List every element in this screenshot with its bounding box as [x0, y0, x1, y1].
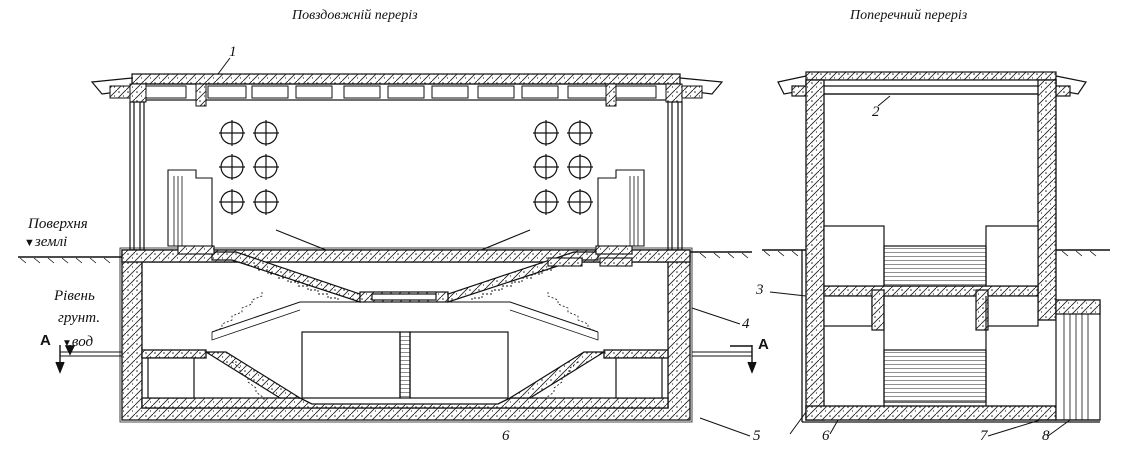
- callout-2: 2: [872, 104, 880, 120]
- label-groundwater-1: Рівень: [54, 288, 95, 304]
- callout-8: 8: [1042, 428, 1050, 444]
- section-arrows: [55, 345, 757, 374]
- escalator-blocks: [823, 225, 1039, 406]
- ground-marker-icon: ▼: [24, 237, 35, 249]
- vent-openings-right: [533, 120, 593, 215]
- callout-5: 5: [753, 428, 761, 444]
- callout-7: 7: [980, 428, 988, 444]
- vent-openings-left: [219, 120, 279, 215]
- leader-lines-transverse: [769, 95, 1071, 437]
- callout-1: 1: [229, 44, 237, 60]
- label-groundwater-3: ▼вод: [62, 334, 93, 352]
- pavement-pads: [177, 245, 633, 267]
- callout-6-right: 6: [822, 428, 830, 444]
- title-transverse: Поперечний переріз: [850, 8, 968, 23]
- label-groundwater-3-text: вод: [71, 334, 94, 350]
- walls-transverse: [801, 79, 1100, 423]
- escalator-housings: [167, 169, 645, 285]
- longitudinal-section: [18, 57, 757, 437]
- label-groundwater-2: грунт.: [58, 310, 101, 326]
- section-marker-left: А: [40, 332, 51, 349]
- label-ground-surface-2: ▼землі: [24, 234, 67, 251]
- adjacent-tunnel: [1040, 299, 1101, 421]
- title-longitudinal: Повздовжній переріз: [292, 8, 418, 23]
- ground-surface-line: [18, 251, 752, 264]
- hall-walls: [129, 101, 683, 251]
- label-ground-surface-2-text: землі: [34, 234, 68, 250]
- ground-line-transverse: [762, 249, 1110, 257]
- transverse-section: [762, 71, 1110, 437]
- roof-transverse: [777, 71, 1087, 97]
- section-marker-right: А: [758, 336, 769, 353]
- central-partition: [147, 331, 663, 399]
- callout-3: 3: [756, 282, 764, 298]
- callout-4: 4: [742, 316, 750, 332]
- roof-slab: [90, 73, 724, 107]
- water-marker-icon: ▼: [62, 338, 72, 349]
- label-ground-surface-1: Поверхня: [28, 216, 88, 232]
- callout-6-left: 6: [502, 428, 510, 444]
- leader-lines: [217, 57, 751, 437]
